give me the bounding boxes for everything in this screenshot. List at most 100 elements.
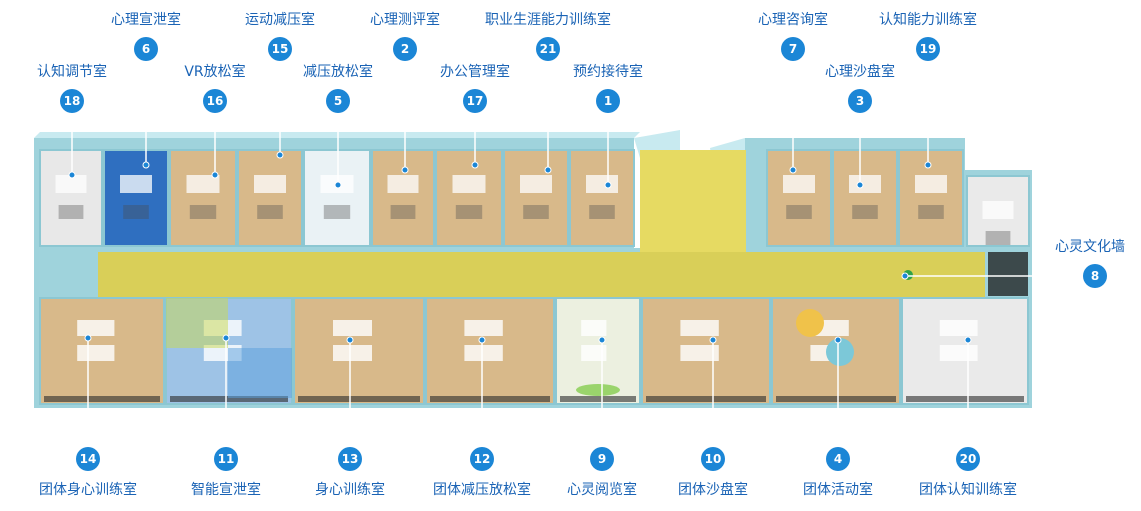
room-number-badge: 3	[848, 89, 872, 113]
window-strip	[776, 396, 896, 402]
north-room-floor	[103, 149, 169, 247]
room-number-badge: 13	[338, 447, 362, 471]
room-label: 心理咨询室	[758, 12, 828, 28]
room-label: 身心训练室	[315, 482, 385, 498]
room-number-badge: 19	[916, 37, 940, 61]
north-room-floor	[39, 149, 103, 247]
culture-wall	[988, 252, 1028, 296]
room-label: 智能宣泄室	[191, 482, 261, 498]
leader-dot	[856, 181, 864, 189]
leader-dot	[924, 161, 932, 169]
north-room-floor	[303, 149, 371, 247]
leader-dot	[346, 336, 354, 344]
room-label: 心灵文化墙	[1055, 239, 1125, 255]
room-number-badge: 5	[326, 89, 350, 113]
leader-dot	[142, 161, 150, 169]
room-label: 团体沙盘室	[678, 482, 748, 498]
furniture	[581, 320, 607, 336]
furniture	[186, 175, 220, 193]
furniture	[915, 175, 947, 193]
north-room-floor	[371, 149, 435, 247]
leader-dot	[222, 334, 230, 342]
leader-dot	[471, 161, 479, 169]
green-mat	[576, 384, 620, 396]
room-number-badge: 4	[826, 447, 850, 471]
room-number-badge: 20	[956, 447, 980, 471]
furniture	[939, 345, 978, 361]
window-strip	[560, 396, 636, 402]
room-number-badge: 7	[781, 37, 805, 61]
furniture	[387, 175, 419, 193]
corridor-north	[640, 150, 746, 252]
floor-tile-accent	[228, 348, 292, 398]
room-label: 团体认知训练室	[919, 482, 1017, 498]
leader-dot	[401, 166, 409, 174]
corridor-floor	[98, 252, 985, 298]
leader-dot	[334, 181, 342, 189]
furniture	[123, 205, 149, 219]
room-label: 运动减压室	[245, 12, 315, 28]
furniture	[680, 345, 719, 361]
leader-dot	[544, 166, 552, 174]
furniture	[77, 320, 115, 336]
room-label: 预约接待室	[573, 64, 643, 80]
furniture	[852, 205, 878, 219]
room-label: 团体身心训练室	[39, 482, 137, 498]
furniture	[257, 205, 283, 219]
leader-dot	[789, 166, 797, 174]
furniture	[680, 320, 719, 336]
furniture	[783, 175, 815, 193]
leader-dot	[834, 336, 842, 344]
window-strip	[298, 396, 420, 402]
furniture	[581, 345, 607, 361]
north-room-floor	[832, 149, 898, 247]
north-room-floor	[766, 149, 832, 247]
furniture	[323, 205, 351, 219]
leader-dot	[276, 151, 284, 159]
south-room-floor	[641, 297, 771, 405]
furniture	[77, 345, 115, 361]
furniture	[939, 320, 978, 336]
room-label: VR放松室	[184, 64, 246, 80]
hex-seat	[796, 309, 824, 337]
room-label: 心灵阅览室	[567, 482, 637, 498]
furniture	[390, 205, 416, 219]
leader-dot	[84, 334, 92, 342]
furniture	[55, 175, 87, 193]
furniture	[254, 175, 286, 193]
furniture	[589, 205, 615, 219]
room-number-badge: 6	[134, 37, 158, 61]
roof-edge	[34, 132, 640, 138]
window-strip	[646, 396, 766, 402]
room-label: 办公管理室	[440, 64, 510, 80]
north-room-floor	[169, 149, 237, 247]
room-number-badge: 1	[596, 89, 620, 113]
room-number-badge: 18	[60, 89, 84, 113]
window-strip	[430, 396, 550, 402]
furniture	[452, 175, 486, 193]
furniture	[455, 205, 483, 219]
room-number-badge: 15	[268, 37, 292, 61]
room-number-badge: 2	[393, 37, 417, 61]
furniture	[520, 175, 552, 193]
furniture	[58, 205, 84, 219]
room-label: 心理测评室	[370, 12, 440, 28]
hex-seat	[826, 338, 854, 366]
leader-dot	[211, 171, 219, 179]
furniture	[464, 345, 503, 361]
room-label: 职业生涯能力训练室	[485, 12, 611, 28]
leader-lines	[68, 49, 1095, 459]
furniture	[586, 175, 618, 193]
room-number-badge: 12	[470, 447, 494, 471]
furniture	[985, 231, 1011, 245]
leader-dot	[964, 336, 972, 344]
north-room-floor	[569, 149, 635, 247]
furniture	[786, 205, 812, 219]
room-number-badge: 21	[536, 37, 560, 61]
leader-dot	[901, 272, 909, 280]
room-number-badge: 9	[590, 447, 614, 471]
room-number-badge: 14	[76, 447, 100, 471]
north-room-floor	[435, 149, 503, 247]
